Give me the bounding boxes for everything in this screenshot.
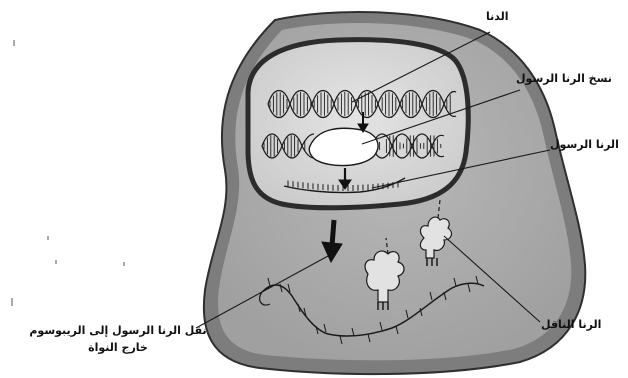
transcription-bubble bbox=[309, 128, 378, 165]
label-transport: نقل الرنا الرسول إلى الريبوسوم خارج النو… bbox=[12, 322, 224, 356]
label-trna: الرنا الناقل bbox=[541, 318, 601, 332]
label-mrna: الرنا الرسول bbox=[550, 138, 619, 152]
label-transport-line1: نقل الرنا الرسول إلى الريبوسوم bbox=[12, 322, 224, 339]
label-transport-line2: خارج النواة bbox=[12, 339, 224, 356]
scan-specks bbox=[12, 40, 124, 306]
label-transcription: نسخ الرنا الرسول bbox=[516, 72, 612, 86]
label-dna: الدنا bbox=[486, 10, 509, 24]
